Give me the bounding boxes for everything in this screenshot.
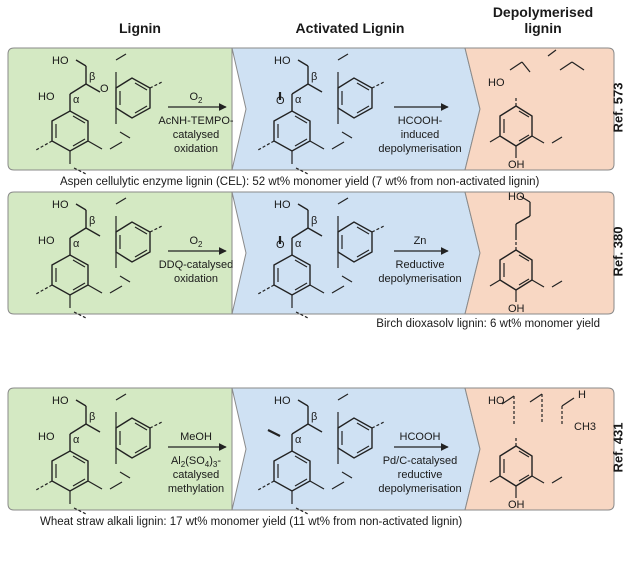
label-alpha-r2: α [73,238,80,250]
label-ch3-r3: CH3 [574,421,596,433]
label-ho-r2b: HO [38,235,55,247]
caption-row-3: Wheat straw alkali lignin: 17 wt% monome… [40,516,463,528]
header-depolymerised-line1: Depolymerised [492,4,594,20]
label-o-r1a: O [100,83,109,95]
caption-row-1: Aspen cellulytic enzyme lignin (CEL): 52… [60,176,540,188]
r3-step1-al: Al2(SO4)3- [171,455,221,469]
r2-step1-line2: oxidation [174,273,218,285]
label-ho-r3d: HO [488,395,505,407]
label-beta-r1: β [89,71,95,83]
label-o-r1b: O [276,95,285,107]
label-ho-r3c: HO [274,395,291,407]
r3-step2-line3: depolymerisation [378,483,461,495]
ref-label-row-2: Ref. 380 [610,226,626,277]
r3-step2-line2: reductive [398,469,443,481]
r3-step1-reagent: MeOH [180,431,212,443]
label-ho-r2d: HO [508,191,525,203]
ref-label-row-3: Ref. 431 [610,422,626,473]
label-oh-r1: OH [508,159,525,171]
label-ho-r2c: HO [274,199,291,211]
label-h-r3: H [578,389,586,401]
r2-step1-line1: DDQ-catalysed [159,259,234,271]
panel-row-3 [7,387,615,515]
label-ho-r3a: HO [52,395,69,407]
r1-step1-reagent: O2 [189,91,203,105]
label-alpha-r2b: α [295,238,302,250]
label-alpha-r3b: α [295,434,302,446]
r3-step1-line2: catalysed [173,469,219,481]
r3-step2-reagent: HCOOH [400,431,441,443]
label-alpha-r1b: α [295,94,302,106]
r1-step1-line2: catalysed [173,129,219,141]
r2-step1-reagent: O2 [189,235,203,249]
label-beta-r3: β [89,411,95,423]
label-beta-r3b: β [311,411,317,423]
label-ho-r1a: HO [52,55,69,67]
r1-step2-line1: HCOOH- [398,115,443,127]
label-beta-r1b: β [311,71,317,83]
panel-row-1 [7,47,615,175]
header-depolymerised-lignin: Depolymerised lignin [478,4,608,36]
label-beta-r2b: β [311,215,317,227]
r1-step1-line1: AcNH-TEMPO- [158,115,234,127]
r3-step1-line3: methylation [168,483,224,495]
ref-label-row-1: Ref. 573 [610,82,626,133]
header-depolymerised-line2: lignin [524,20,562,36]
r1-step2-line2: induced [401,129,440,141]
label-alpha-r3: α [73,434,80,446]
header-lignin: Lignin [119,20,161,36]
label-oh-r2: OH [508,303,525,315]
r3-step2-line1: Pd/C-catalysed [383,455,458,467]
label-ho-r1c: HO [274,55,291,67]
label-oh-r3: OH [508,499,525,511]
r1-step1-line3: oxidation [174,143,218,155]
r2-step2-line1: Reductive [396,259,445,271]
label-ho-r1d: HO [488,77,505,89]
label-beta-r2: β [89,215,95,227]
label-ho-r1b: HO [38,91,55,103]
r2-step2-line2: depolymerisation [378,273,461,285]
label-o-r2: O [276,239,285,251]
caption-row-2: Birch dioxasolv lignin: 6 wt% monomer yi… [376,318,600,330]
panel-row-2 [7,191,615,319]
label-ho-r3b: HO [38,431,55,443]
label-alpha-r1: α [73,94,80,106]
header-activated-lignin: Activated Lignin [295,20,405,36]
r1-step2-line3: depolymerisation [378,143,461,155]
r2-step2-reagent: Zn [414,235,427,247]
label-ho-r2a: HO [52,199,69,211]
